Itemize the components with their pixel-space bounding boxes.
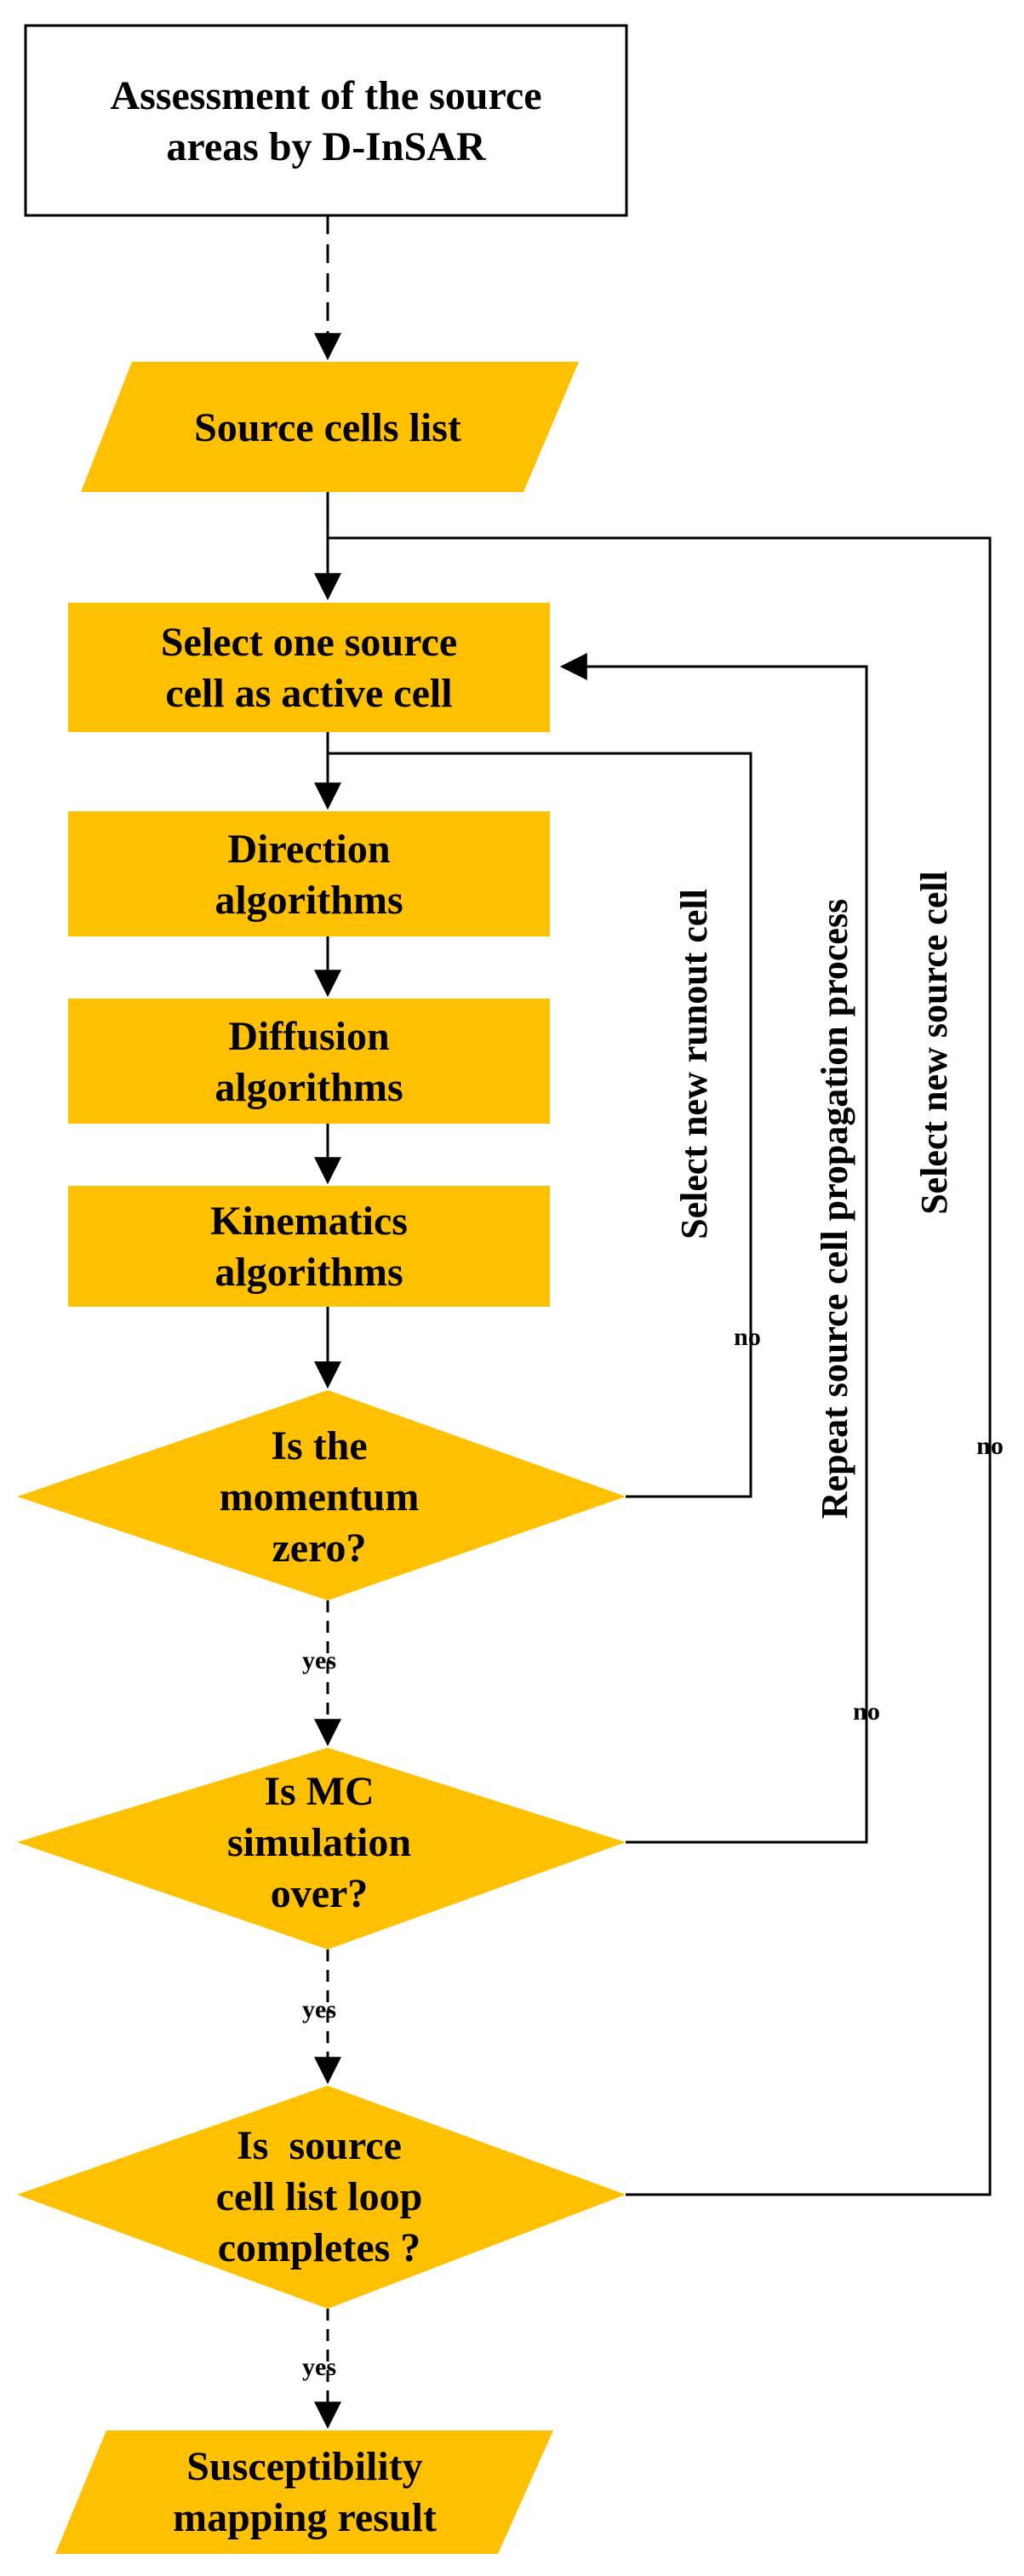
node-text-line: Kinematics [210, 1199, 408, 1244]
node-direction: Direction algorithms [215, 827, 403, 923]
node-text-line: mapping result [173, 2495, 437, 2540]
node-diffusion-box [68, 999, 550, 1124]
node-kinematics: Kinematics algorithms [210, 1199, 408, 1295]
node-text-line: algorithms [215, 878, 403, 923]
node-diffusion: Diffusion algorithms [215, 1014, 403, 1110]
node-select-source-box [68, 603, 550, 732]
node-text-line: Is source [237, 2123, 402, 2168]
label-loop-no: no [976, 1432, 1004, 1460]
node-labels: Assessment of the source areas by D-InSAR… [110, 73, 541, 2540]
node-source-list: Source cells list [194, 405, 461, 450]
node-text-line: completes ? [218, 2225, 421, 2270]
node-text-line: Is MC [264, 1769, 374, 1814]
node-text-line: Source cells list [194, 405, 461, 450]
label-momentum-yes: yes [302, 1646, 336, 1674]
node-text-line: Diffusion [228, 1014, 389, 1059]
node-text-line: simulation [227, 1820, 411, 1865]
node-kinematics-box [68, 1186, 550, 1307]
node-loop: Is source cell list loop completes ? [216, 2123, 423, 2270]
label-momentum-no: no [734, 1323, 761, 1351]
node-text-line: algorithms [215, 1065, 403, 1110]
edge-labels: yes yes yes no no no [302, 1323, 1004, 2381]
edge-mc-no-loop [559, 653, 868, 1844]
node-text-line: cell list loop [216, 2174, 423, 2219]
node-text-line: Direction [227, 827, 390, 872]
node-text-line: momentum [220, 1474, 420, 1520]
edge-momentum-no-loop [328, 752, 752, 1498]
connectors [314, 215, 992, 2430]
node-momentum: Is the momentum zero? [220, 1423, 420, 1571]
node-text-line: Is the [271, 1423, 367, 1468]
label-mc-no: no [853, 1697, 880, 1726]
node-text-line: areas by D-InSAR [166, 124, 487, 169]
side-labels: Select new runout cell Repeat source cel… [673, 871, 955, 1519]
label-mc-yes: yes [302, 1995, 336, 2024]
node-source-list-shape [81, 362, 579, 492]
node-text-line: zero? [272, 1526, 366, 1571]
edge-loop-no-loop [328, 536, 992, 2196]
node-loop-shape [17, 2086, 626, 2309]
node-result-shape [55, 2430, 553, 2554]
node-direction-box [68, 811, 550, 936]
node-text-line: Select one source [161, 620, 457, 665]
node-mc-shape [17, 1748, 626, 1949]
node-text-line: over? [271, 1871, 369, 1916]
label-repeat-process: Repeat source cell propagation process [814, 899, 855, 1519]
node-momentum-shape [17, 1390, 626, 1600]
node-text-line: cell as active cell [165, 671, 452, 716]
node-select-source: Select one source cell as active cell [161, 620, 457, 716]
nodes [17, 24, 628, 2554]
label-select-runout: Select new runout cell [673, 889, 715, 1239]
node-result: Susceptibility mapping result [173, 2444, 437, 2540]
node-assessment: Assessment of the source areas by D-InSAR [110, 73, 541, 169]
node-text-line: Assessment of the source [110, 73, 541, 118]
label-new-source: Select new source cell [913, 871, 955, 1215]
node-text-line: Susceptibility [186, 2444, 422, 2489]
node-text-line: algorithms [215, 1250, 403, 1295]
node-assessment-box [24, 24, 628, 217]
label-loop-yes: yes [302, 2353, 336, 2381]
node-mc-sim: Is MC simulation over? [227, 1769, 411, 1916]
